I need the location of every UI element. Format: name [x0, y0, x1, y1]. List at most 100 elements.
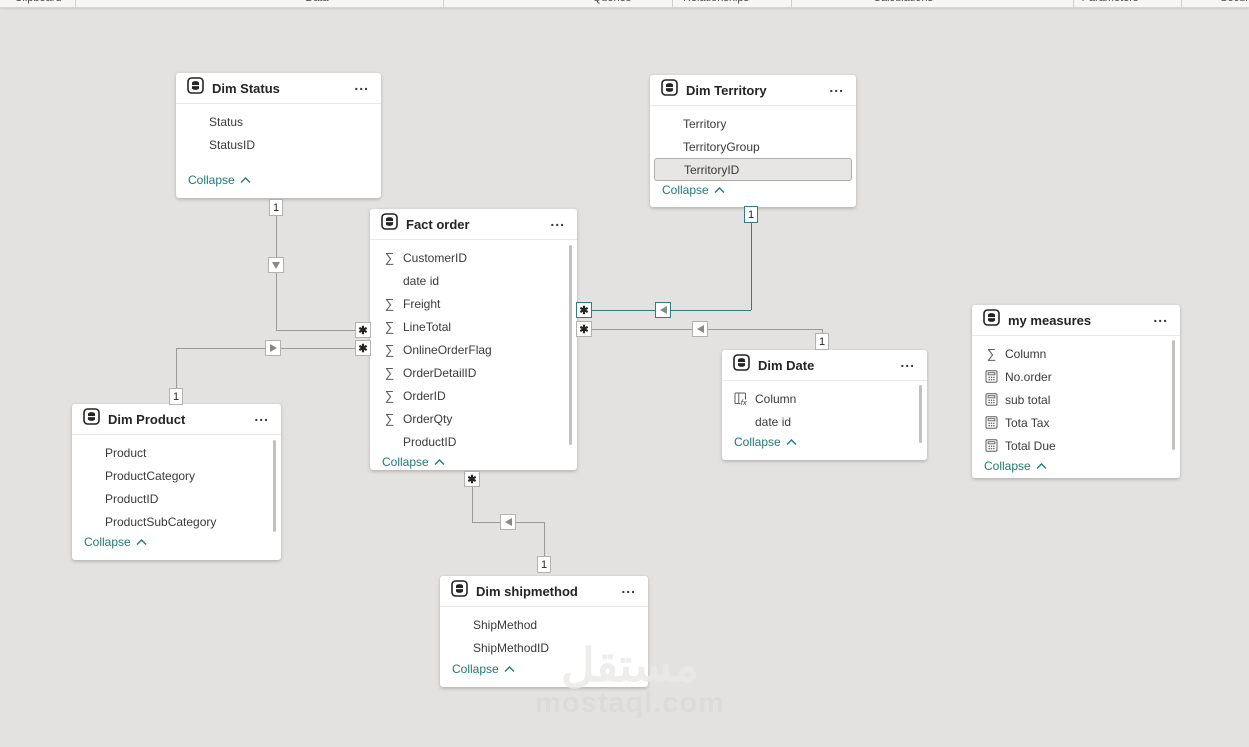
field-territoryid[interactable]: TerritoryID — [654, 158, 852, 181]
collapse-link[interactable]: Collapse — [984, 459, 1047, 473]
field-orderqty[interactable]: ∑OrderQty — [370, 407, 577, 430]
relationship-line-fact-order-to-dim-shipmethod[interactable] — [472, 487, 474, 522]
more-options-button[interactable]: ... — [829, 79, 844, 95]
field-date-id[interactable]: date id — [722, 410, 927, 433]
relationship-line-fact-order-to-dim-territory[interactable] — [751, 222, 753, 310]
table-header-dim-shipmethod[interactable]: Dim shipmethod... — [440, 576, 648, 607]
field-linetotal[interactable]: ∑LineTotal — [370, 315, 577, 338]
field-shipmethodid[interactable]: ShipMethodID — [440, 636, 648, 659]
field-territorygroup[interactable]: TerritoryGroup — [650, 135, 856, 158]
field-label: date id — [755, 414, 792, 429]
card-footer: Collapse — [440, 660, 648, 687]
more-options-button[interactable]: ... — [900, 354, 915, 370]
table-header-fact-order[interactable]: Fact order... — [370, 209, 577, 240]
field-column[interactable]: ∑Column — [972, 342, 1180, 365]
field-freight[interactable]: ∑Freight — [370, 292, 577, 315]
field-productid[interactable]: ProductID — [370, 430, 577, 453]
crossfilter-arrow-icon — [692, 321, 708, 337]
field-productid[interactable]: ProductID — [72, 487, 281, 510]
ribbon-separator — [672, 0, 673, 7]
collapse-link[interactable]: Collapse — [452, 662, 515, 676]
calculator-icon — [984, 439, 999, 452]
more-options-button[interactable]: ... — [621, 580, 636, 596]
more-options-button[interactable]: ... — [354, 77, 369, 93]
more-options-button[interactable]: ... — [550, 213, 565, 229]
field-status[interactable]: Status — [176, 110, 381, 133]
card-footer: Collapse — [972, 457, 1180, 484]
relationship-line-fact-order-to-dim-shipmethod[interactable] — [544, 522, 546, 557]
collapse-label: Collapse — [984, 459, 1031, 473]
field-label: StatusID — [209, 137, 256, 152]
ribbon-group-parameters: Parameters — [1082, 0, 1139, 4]
relationship-line-fact-order-to-dim-date[interactable] — [822, 329, 824, 336]
cardinality-many: ✱ — [464, 471, 480, 487]
field-customerid[interactable]: ∑ CustomerID — [370, 246, 577, 269]
table-header-dim-product[interactable]: Dim Product... — [72, 404, 281, 435]
scrollbar-thumb[interactable] — [273, 440, 276, 532]
field-label: TerritoryID — [684, 162, 740, 177]
field-onlineorderflag[interactable]: ∑OnlineOrderFlag — [370, 338, 577, 361]
field-territory[interactable]: Territory — [650, 112, 856, 135]
collapse-link[interactable]: Collapse — [84, 535, 147, 549]
chevron-up-icon — [504, 666, 515, 672]
field-statusid[interactable]: StatusID — [176, 133, 381, 156]
collapse-link[interactable]: Collapse — [662, 183, 725, 197]
scrollbar-thumb[interactable] — [569, 245, 572, 445]
field-product[interactable]: Product — [72, 441, 281, 464]
collapse-link[interactable]: Collapse — [382, 455, 445, 469]
relationship-line-dim-status-to-fact-order[interactable] — [276, 330, 370, 332]
ribbon-separator — [1073, 0, 1074, 7]
field-no-order[interactable]: No.order — [972, 365, 1180, 388]
scrollbar-thumb[interactable] — [919, 385, 922, 443]
field-shipmethod[interactable]: ShipMethod — [440, 613, 648, 636]
relationship-line-dim-product-to-fact-order[interactable] — [176, 348, 178, 389]
arrow-triangle — [272, 261, 280, 269]
arrow-triangle — [696, 325, 704, 333]
more-options-button[interactable]: ... — [254, 408, 269, 424]
chevron-up-icon — [714, 187, 725, 193]
table-header-dim-date[interactable]: Dim Date... — [722, 350, 927, 381]
more-options-button[interactable]: ... — [1153, 309, 1168, 325]
crossfilter-arrow-icon — [500, 514, 516, 530]
collapse-link[interactable]: Collapse — [188, 173, 251, 187]
cardinality-one: 1 — [169, 388, 183, 405]
table-header-dim-status[interactable]: Dim Status... — [176, 73, 381, 104]
chevron-up-icon — [434, 459, 445, 465]
field-productsubcategory[interactable]: ProductSubCategory — [72, 510, 281, 533]
scrollbar-thumb[interactable] — [1172, 340, 1175, 450]
field-total-due[interactable]: Total Due — [972, 434, 1180, 457]
collapse-link[interactable]: Collapse — [734, 435, 797, 449]
ribbon-group-data: Data — [305, 0, 328, 4]
field-sub-total[interactable]: sub total — [972, 388, 1180, 411]
sigma-icon: ∑ — [382, 297, 397, 310]
calculator-icon — [984, 393, 999, 406]
field-tota-tax[interactable]: Tota Tax — [972, 411, 1180, 434]
table-icon — [661, 79, 678, 101]
sum-icon: ∑ — [384, 250, 395, 265]
field-label: CustomerID — [403, 250, 468, 265]
table-title: Dim Date — [758, 357, 815, 373]
table-header-my-measures[interactable]: my measures... — [972, 305, 1180, 336]
field-orderid[interactable]: ∑OrderID — [370, 384, 577, 407]
watermark-text: mostaql.com — [535, 686, 725, 719]
table-header-dim-territory[interactable]: Dim Territory... — [650, 75, 856, 106]
chevron-up-icon — [714, 183, 725, 197]
field-orderdetailid[interactable]: ∑OrderDetailID — [370, 361, 577, 384]
field-label: ProductID — [105, 491, 159, 506]
field-date-id[interactable]: date id — [370, 269, 577, 292]
field-productcategory[interactable]: ProductCategory — [72, 464, 281, 487]
field-label: Total Due — [1005, 438, 1056, 453]
ribbon-group-relationships: Relationships — [683, 0, 749, 4]
